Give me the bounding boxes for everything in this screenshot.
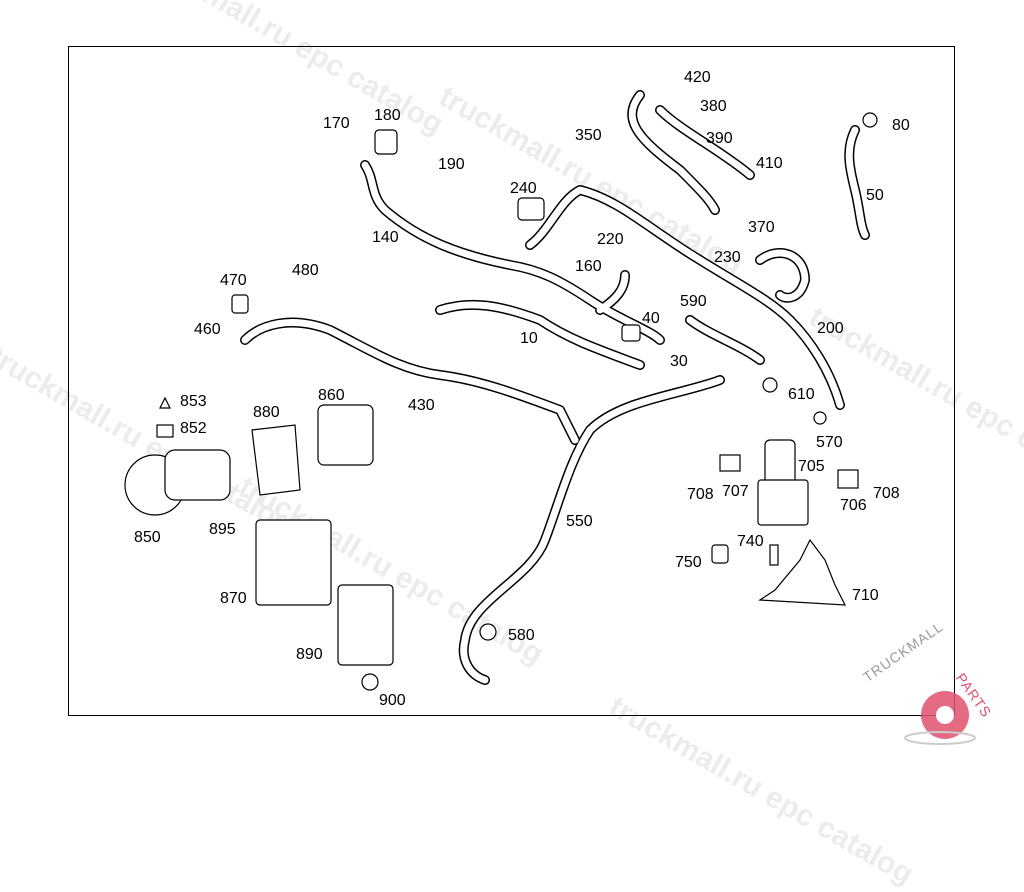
label-708-left: 708 [687,486,714,503]
label-610: 610 [788,386,815,403]
part-706 [837,469,859,489]
part-850-motor [164,449,231,501]
label-40: 40 [642,310,660,327]
label-850: 850 [134,529,161,546]
label-420: 420 [684,69,711,86]
label-740: 740 [737,533,764,550]
part-240 [517,197,545,221]
label-390: 390 [706,130,733,147]
label-30: 30 [670,353,688,370]
parts-drawing [124,90,878,691]
label-410: 410 [756,155,783,172]
part-470 [231,294,249,314]
label-460: 460 [194,321,221,338]
part-80 [862,112,878,128]
label-550: 550 [566,513,593,530]
part-180 [374,129,398,155]
part-900 [361,673,379,691]
label-160: 160 [575,258,602,275]
label-706: 706 [840,497,867,514]
label-190: 190 [438,156,465,173]
part-853 [159,396,171,409]
label-200: 200 [817,320,844,337]
label-708-right: 708 [873,485,900,502]
gear-logo-icon [904,691,976,745]
part-860 [317,404,374,466]
label-140: 140 [372,229,399,246]
label-707: 707 [722,483,749,500]
label-880: 880 [253,404,280,421]
part-580 [479,623,497,641]
part-610 [762,377,778,393]
part-740 [769,544,779,566]
label-380: 380 [700,98,727,115]
label-350: 350 [575,127,602,144]
label-480: 480 [292,262,319,279]
part-870 [255,519,332,606]
label-710: 710 [852,587,879,604]
part-852 [156,424,174,438]
part-880 [251,424,301,496]
part-705-body [757,479,809,526]
label-170: 170 [323,115,350,132]
label-870: 870 [220,590,247,607]
label-580: 580 [508,627,535,644]
part-710-bracket [758,538,847,606]
part-707 [719,454,741,472]
label-853: 853 [180,393,207,410]
label-590: 590 [680,293,707,310]
hose-220 [525,185,795,325]
label-852: 852 [180,420,207,437]
diagram-frame [68,46,955,716]
part-570 [813,411,827,425]
label-895: 895 [209,521,236,538]
label-900: 900 [379,692,406,709]
part-750 [711,544,729,564]
label-750: 750 [675,554,702,571]
part-890 [337,584,394,666]
label-430: 430 [408,397,435,414]
label-50: 50 [866,187,884,204]
label-470: 470 [220,272,247,289]
label-860: 860 [318,387,345,404]
label-370: 370 [748,219,775,236]
components [124,112,878,691]
label-230: 230 [714,249,741,266]
label-890: 890 [296,646,323,663]
label-10: 10 [520,330,538,347]
label-180: 180 [374,107,401,124]
part-40 [621,324,641,342]
label-705: 705 [798,458,825,475]
label-80: 80 [892,117,910,134]
label-240: 240 [510,180,537,197]
label-570: 570 [816,434,843,451]
label-220: 220 [597,231,624,248]
